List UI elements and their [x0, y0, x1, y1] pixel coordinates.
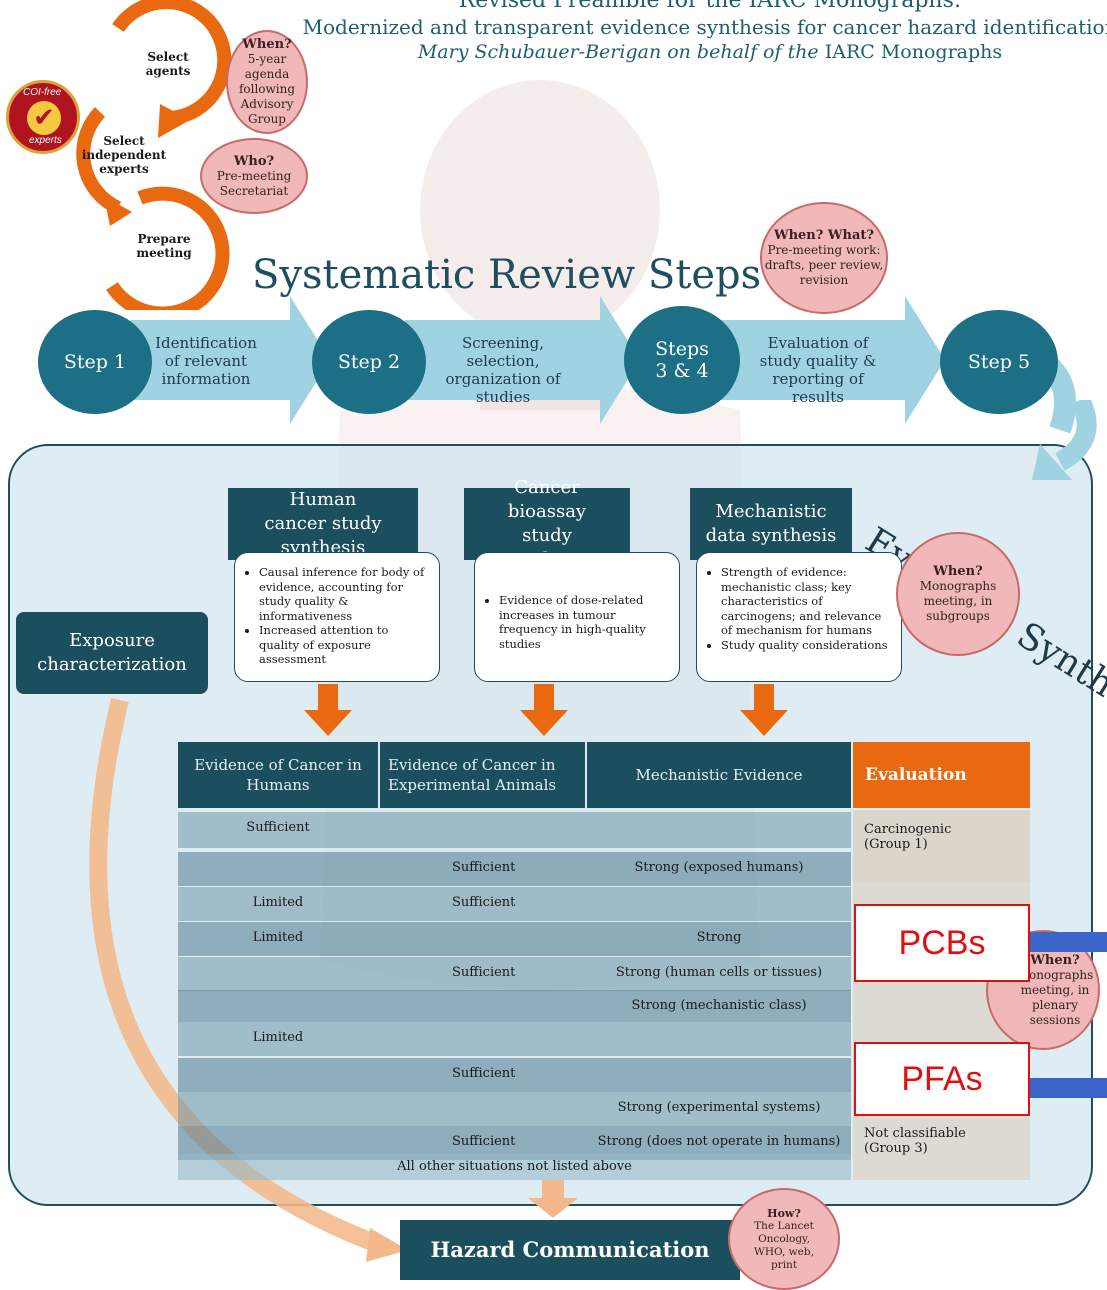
checkmark-icon: ✔ — [27, 101, 61, 135]
select-experts-label: Select independent experts — [81, 134, 167, 176]
mech-bullet-2: Study quality considerations — [721, 638, 891, 653]
table-row — [178, 957, 851, 991]
table-cell: Sufficient — [452, 860, 516, 875]
cycle-arrows — [76, 0, 232, 310]
how-text: The Lancet Oncology, WHO, web, print — [754, 1219, 814, 1271]
orange-down-arrows — [304, 684, 788, 736]
hazard-communication-box: Hazard Communication — [400, 1220, 740, 1280]
step1-circle: Step 1 — [38, 310, 152, 414]
badge-bottom-text: experts — [29, 135, 62, 146]
eval-group1: Carcinogenic (Group 1) — [864, 822, 952, 852]
table-row — [178, 1022, 851, 1056]
prepare-meeting-label: Prepare meeting — [136, 232, 192, 260]
table-cell: Sufficient — [452, 1066, 516, 1081]
table-cell: Strong — [696, 930, 742, 945]
pcbs-pointer-arrow — [1030, 932, 1107, 952]
who-title: Who? — [233, 153, 275, 169]
when1-title: When? — [242, 37, 292, 52]
exposure-characterization-box: Exposure characterization — [16, 612, 208, 694]
when-agenda-bubble: When? 5-year agenda following Advisory G… — [226, 30, 308, 134]
blue-curve-arrow — [1032, 400, 1097, 480]
step2-description: Screening, selection, organization of st… — [445, 334, 561, 406]
table-cell: Limited — [252, 1030, 304, 1045]
table-last-row: All other situations not listed above — [178, 1154, 851, 1180]
table-cell: Strong (does not operate in humans) — [597, 1134, 841, 1149]
when-what-text: Pre-meeting work: drafts, peer review, r… — [764, 243, 884, 287]
coi-free-badge: COI-free ✔ experts — [6, 80, 80, 154]
header-author-name: Mary Schubauer-Berigan on behalf of the — [417, 41, 819, 63]
how-bubble: How? The Lancet Oncology, WHO, web, prin… — [728, 1188, 840, 1290]
when3-text: Monographs meeting, in plenary sessions — [1016, 967, 1094, 1027]
exposure-to-hazard-arrow — [89, 697, 408, 1262]
th-evaluation: Evaluation — [853, 742, 1030, 808]
pfas-pointer-arrow — [1030, 1078, 1107, 1098]
table-cell: Sufficient — [246, 820, 310, 835]
th-humans: Evidence of Cancer in Humans — [178, 742, 378, 808]
step1-description: Identification of relevant information — [155, 334, 257, 388]
table-cell: Sufficient — [452, 965, 516, 980]
mechanistic-synthesis-header: Mechanistic data synthesis — [690, 488, 852, 560]
step34-circle: Steps 3 & 4 — [624, 306, 740, 414]
when1-text: 5-year agenda following Advisory Group — [238, 52, 296, 126]
header-title: Revised Preamble for the IARC Monographs… — [458, 0, 962, 13]
human-bullet-1: Causal inference for body of evidence, a… — [259, 565, 429, 623]
badge-top-text: COI-free — [23, 87, 62, 98]
header-subtitle: Modernized and transparent evidence synt… — [302, 15, 1107, 39]
table-cell: Strong (human cells or tissues) — [615, 965, 823, 980]
systematic-review-title: Systematic Review Steps — [252, 252, 762, 298]
when-subgroups-bubble: When? Monographs meeting, in subgroups — [896, 532, 1020, 656]
table-to-hazard-arrow — [528, 1180, 578, 1218]
human-synthesis-header: Human cancer study synthesis — [228, 488, 418, 560]
th-mechanistic: Mechanistic Evidence — [587, 742, 851, 808]
when2-text: Monographs meeting, in subgroups — [919, 579, 997, 623]
pcbs-label: PCBs — [854, 904, 1030, 982]
table-cell: Strong (mechanistic class) — [631, 998, 807, 1013]
when3-title: When? — [1030, 952, 1080, 968]
header-author-org: IARC Monographs — [824, 41, 1003, 63]
bioassay-bullet-1: Evidence of dose-related increases in tu… — [499, 593, 669, 651]
table-row — [178, 1058, 851, 1092]
table-cell: Limited — [252, 895, 304, 910]
select-agents-label: Select agents — [145, 50, 191, 78]
table-row — [178, 990, 851, 1022]
bioassay-synthesis-bullets: Evidence of dose-related increases in tu… — [474, 552, 680, 682]
table-row — [178, 887, 851, 921]
bioassay-synthesis-header: Cancer bioassay study synthesis — [464, 477, 630, 570]
table-cell: Strong (exposed humans) — [634, 860, 804, 875]
header-author: Mary Schubauer-Berigan on behalf of the … — [300, 41, 1107, 63]
how-title: How? — [767, 1206, 801, 1220]
table-row — [178, 922, 851, 956]
when-what-bubble: When? What? Pre-meeting work: drafts, pe… — [760, 202, 888, 314]
human-synthesis-bullets: Causal inference for body of evidence, a… — [234, 552, 440, 682]
when-what-title: When? What? — [773, 228, 874, 243]
who-text: Pre-meeting Secretariat — [216, 168, 292, 198]
table-row — [178, 812, 851, 848]
mechanistic-synthesis-bullets: Strength of evidence: mechanistic class;… — [696, 552, 902, 682]
when2-title: When? — [933, 564, 983, 579]
table-cell: Strong (experimental systems) — [617, 1100, 821, 1115]
eval-group3: Not classifiable (Group 3) — [864, 1126, 966, 1156]
step2-circle: Step 2 — [312, 310, 426, 414]
th-animals: Evidence of Cancer in Experimental Anima… — [380, 742, 585, 808]
table-cell: Limited — [252, 930, 304, 945]
evaluation-table: Evidence of Cancer in Humans Evidence of… — [178, 742, 1030, 1182]
table-row — [178, 1092, 851, 1126]
human-bullet-2: Increased attention to quality of exposu… — [259, 623, 429, 667]
table-row — [178, 852, 851, 886]
table-cell: Sufficient — [452, 895, 516, 910]
mech-bullet-1: Strength of evidence: mechanistic class;… — [721, 565, 891, 638]
pfas-label: PFAs — [854, 1042, 1030, 1116]
table-cell: Sufficient — [452, 1134, 516, 1149]
who-bubble: Who? Pre-meeting Secretariat — [200, 138, 308, 214]
step5-circle: Step 5 — [940, 310, 1058, 414]
step34-description: Evaluation of study quality & reporting … — [759, 334, 877, 406]
